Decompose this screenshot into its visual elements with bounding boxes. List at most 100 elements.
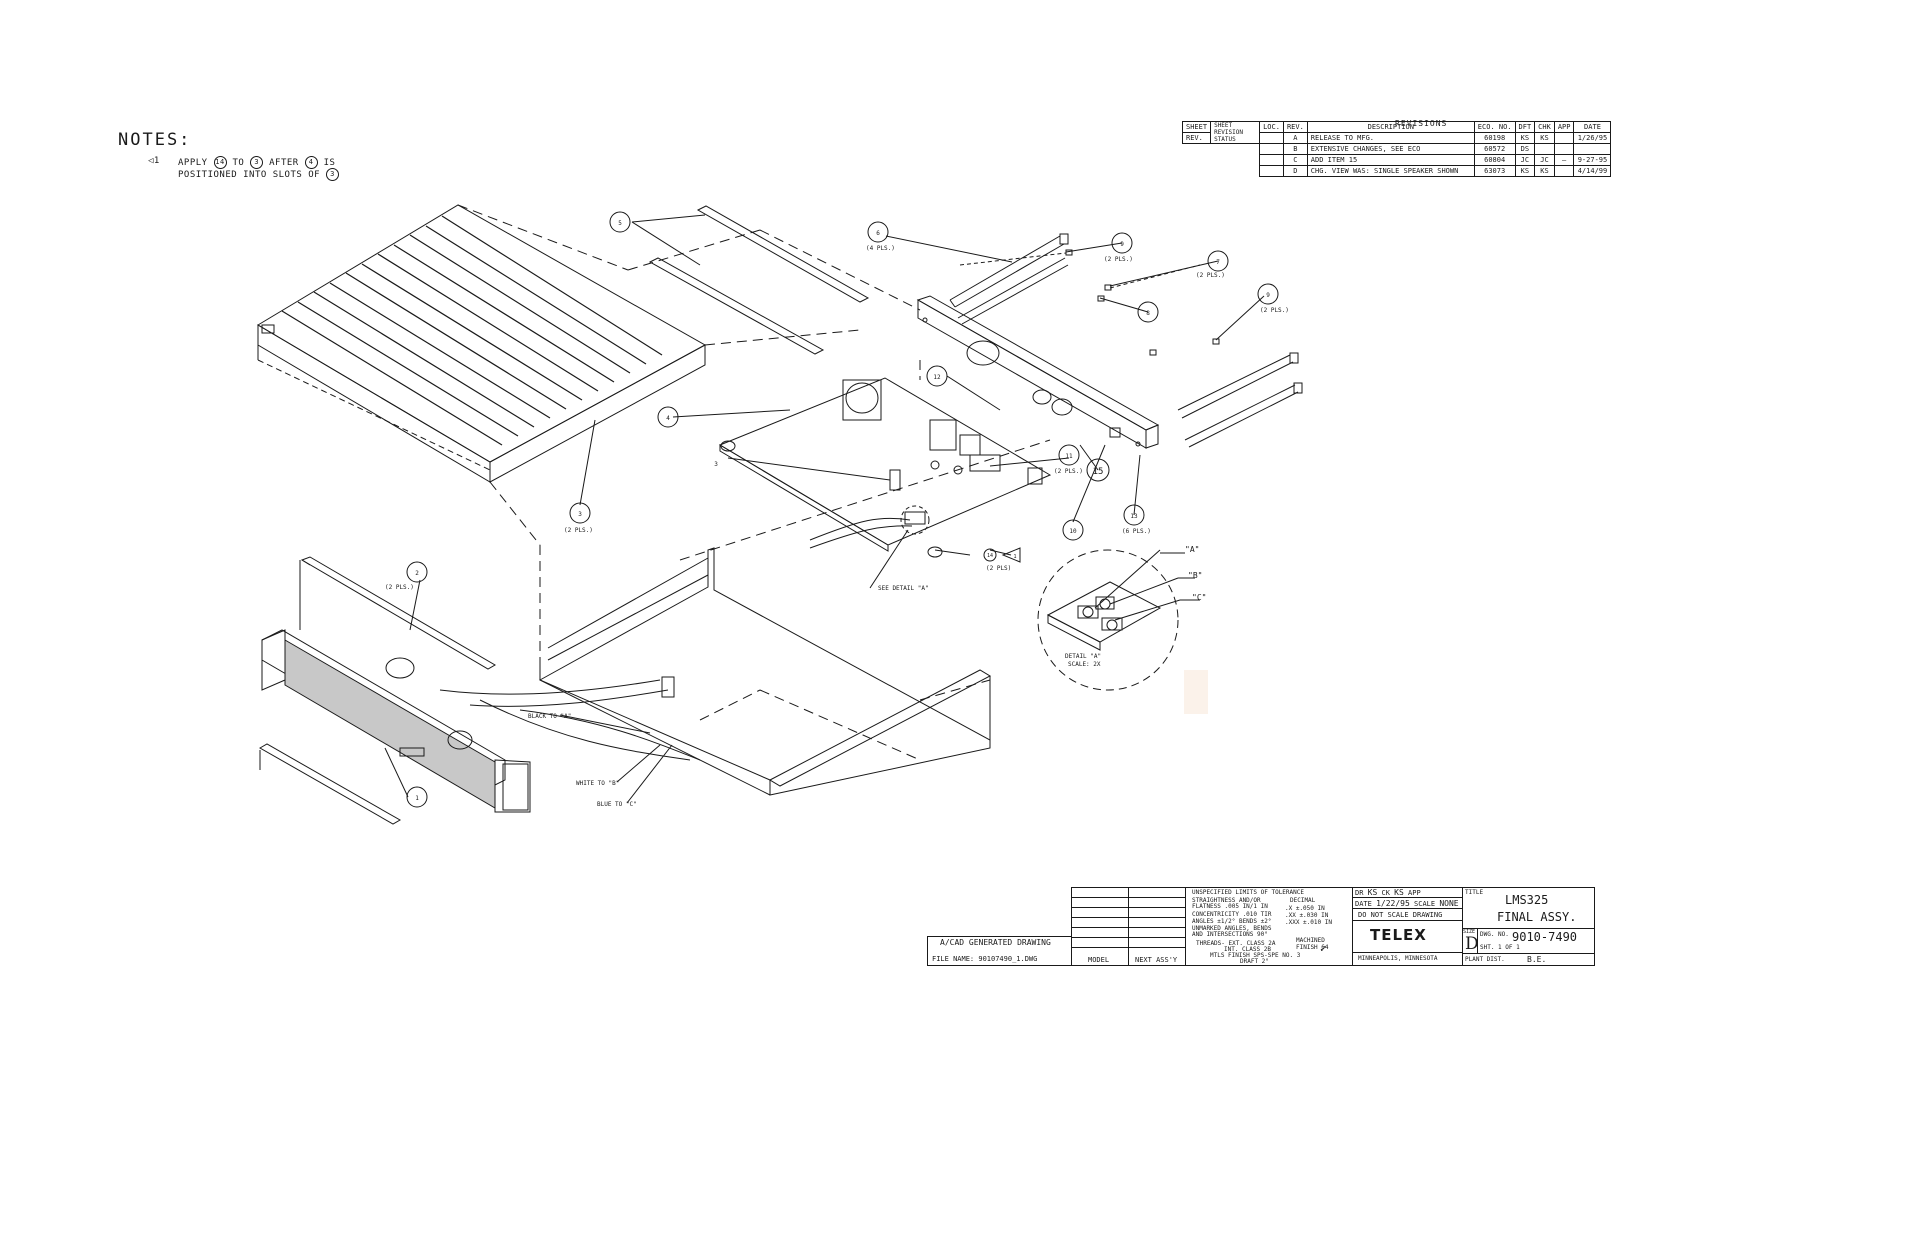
label-detail-title: DETAIL "A" [1065, 653, 1101, 660]
model-label: MODEL [1088, 956, 1110, 964]
label-pls: (2 PLS) [986, 565, 1011, 572]
tolerance-text: ANGLES ±1/2° BENDS ±2° [1192, 918, 1272, 925]
label-pls: (2 PLS.) [1260, 307, 1289, 314]
acad-label: A/CAD GENERATED DRAWING [940, 938, 1051, 947]
grid-divider [1462, 953, 1595, 954]
dwg-no-label: DWG. NO. [1480, 931, 1509, 938]
rev-cell: 4/14/99 [1573, 165, 1612, 177]
callout-6: 6 [876, 230, 880, 237]
tolerance-text: DRAFT 2° [1240, 958, 1269, 965]
rev-cell: 63073 [1473, 165, 1516, 177]
front-panel [916, 295, 1160, 449]
bottom-chassis [538, 547, 992, 796]
title-box [1462, 887, 1595, 966]
revisions-table: SHEET SHEET REVISION STATUS LOC. REV. DE… [1181, 121, 1612, 177]
label-black-wire: BLACK TO "A" [528, 713, 571, 720]
callout-2: 2 [415, 570, 419, 577]
notes-title: NOTES: [118, 130, 192, 150]
tolerance-text: AND INTERSECTIONS 90° [1192, 931, 1268, 938]
label-white-wire: WHITE TO "B" [576, 780, 619, 787]
part-labels: (4 PLS.) (2 PLS.) (2 PLS.) (2 PLS.) (2 P… [385, 245, 1289, 808]
rev-cell: KS [1534, 165, 1555, 177]
finish-label: FINISH 64 [1296, 944, 1329, 951]
leader-lines [384, 214, 1265, 804]
small-screws [959, 249, 1220, 356]
note-text: APPLY [178, 158, 208, 168]
label-blue-wire: BLUE TO "C" [597, 801, 637, 808]
tolerance-text: MTLS FINISH SPS-SPE NO. 3 [1210, 952, 1301, 959]
drawing-title-1: LMS325 [1505, 893, 1549, 907]
rev-header: REV. [1181, 132, 1212, 144]
decimal-label: DECIMAL [1290, 897, 1316, 904]
dr-label: DR KS CK KS APP [1355, 888, 1421, 897]
note-text: IS [323, 158, 336, 168]
callout-3-small: 3 [714, 461, 718, 468]
grid-divider [1071, 937, 1186, 938]
grid-divider [1071, 907, 1186, 908]
dwg-no-value: 9010-7490 [1512, 930, 1578, 944]
rev-cell: CHG. VIEW WAS: SINGLE SPEAKER SHOWN [1306, 165, 1475, 177]
note-text: POSITIONED INTO SLOTS OF [178, 170, 321, 180]
tolerance-text: STRAIGHTNESS AND/OR [1192, 897, 1261, 904]
ref-circle: 3 [250, 156, 264, 169]
label-detail-b-point: "B" [1188, 571, 1202, 580]
sheet-revision-status: SHEET REVISION STATUS [1210, 121, 1261, 144]
size-label: SIZE [1463, 929, 1476, 935]
detail-a [1037, 549, 1181, 691]
rev-header-cell: ECO. NO. [1473, 121, 1516, 133]
callout-circles [406, 211, 1279, 808]
speaker-assembly [258, 556, 531, 825]
tolerance-text: INT. CLASS 2B [1224, 946, 1271, 953]
callout-13: 13 [1130, 513, 1138, 520]
long-screws [949, 233, 1303, 448]
plant-dist-value: B.E. [1527, 955, 1547, 964]
grid-divider [1071, 947, 1186, 948]
callout-14: 14 [987, 553, 993, 559]
rev-header-cell: DATE [1573, 121, 1612, 133]
note-flag: ◁1 [148, 156, 160, 166]
grid-divider [1352, 952, 1463, 953]
grid-divider [1071, 897, 1186, 898]
note-text: TO [232, 158, 245, 168]
decimal-value: .XX ±.030 IN [1285, 912, 1329, 919]
note-1: ◁1 APPLY 14 TO 3 AFTER 4 IS [148, 156, 336, 169]
note-1-line-2: POSITIONED INTO SLOTS OF 3 [178, 168, 339, 181]
callout-7: 7 [1216, 259, 1220, 266]
wires [439, 517, 913, 761]
grid-divider [1128, 887, 1129, 966]
callout-10: 10 [1069, 528, 1077, 535]
city-label: MINNEAPOLIS, MINNESOTA [1358, 955, 1438, 962]
callout-1: 1 [415, 795, 419, 802]
callout-9: 9 [1120, 241, 1124, 248]
sheet-count: SHT. 1 OF 1 [1480, 944, 1520, 951]
grid-divider [1462, 928, 1595, 929]
tolerance-text: UNSPECIFIED LIMITS OF TOLERANCE [1192, 889, 1304, 896]
next-assy-label: NEXT ASS'Y [1135, 956, 1178, 964]
label-pls: (4 PLS.) [866, 245, 895, 252]
label-detail-a-point: "A" [1185, 545, 1199, 554]
label-detail-scale: SCALE: 2X [1068, 661, 1101, 668]
grid-divider [1071, 927, 1186, 928]
rev-cell: KS [1514, 165, 1536, 177]
callout-5: 5 [618, 220, 622, 227]
decimal-value: .X ±.050 IN [1285, 905, 1325, 912]
callout-8: 8 [1146, 310, 1150, 317]
callout-3: 3 [578, 511, 582, 518]
grid-divider [1352, 897, 1463, 898]
pc-board [718, 377, 1052, 558]
finish-check-icon: ✓ [1320, 942, 1327, 955]
ref-circle: 4 [304, 156, 318, 169]
tolerance-text: FLATNESS .005 IN/1 IN [1192, 903, 1268, 910]
title-label: TITLE [1465, 889, 1484, 896]
note-flag-1: 1 [1013, 554, 1016, 560]
label-pls: (2 PLS.) [564, 527, 593, 534]
ref-circle: 3 [325, 168, 339, 181]
drawing-title-2: FINAL ASSY. [1497, 910, 1577, 924]
tolerance-text: THREADS- EXT. CLASS 2A [1196, 940, 1276, 947]
do-not-scale: DO NOT SCALE DRAWING [1358, 911, 1443, 919]
callout-4: 4 [666, 415, 670, 422]
label-see-detail: SEE DETAIL "A" [878, 585, 929, 592]
callout-12: 12 [933, 374, 941, 381]
machined-label: MACHINED [1296, 937, 1325, 944]
ref-circle: 14 [213, 156, 227, 169]
